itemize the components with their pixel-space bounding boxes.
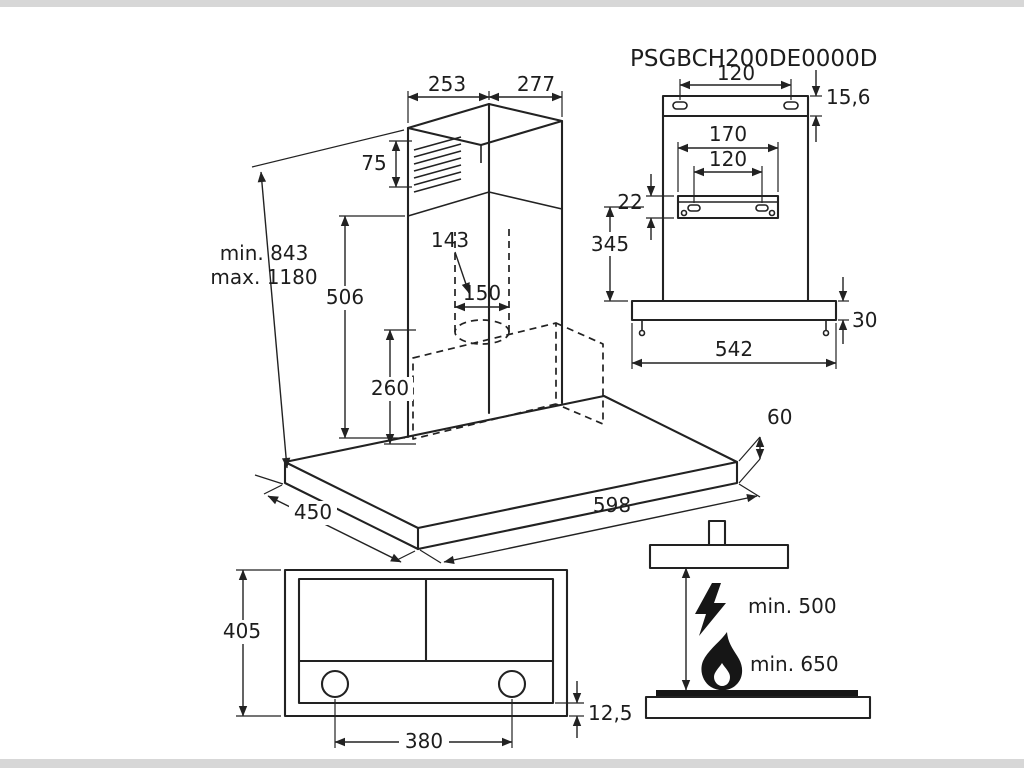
top-bracket-strip [661,94,810,118]
dim-canopy-rear-height-label: 30 [852,308,877,332]
dim-top-flange-height-label: 15,6 [826,85,871,109]
dim-control-spacing-label: 380 [405,729,443,753]
wall-bracket [676,194,780,220]
letterbox-bottom [0,759,1024,768]
dim-front-lip-height-label: 12,5 [588,701,633,725]
dim-wall-bracket-width-label: 170 [709,122,747,146]
rear-mounting-view: 120 15,6 170 120 22 345 30 542 [586,61,877,369]
bottom-outline [283,568,569,718]
model-number: PSGBCH200DE0000D [630,46,877,72]
dim-wall-bracket-holes-label: 120 [709,147,747,171]
dim-canopy-depth-label: 450 [294,500,332,524]
dim-total-height-min-label: min. 843 [220,241,309,265]
dim-canopy-thickness-label: 60 [767,405,792,429]
clearance-hood-section [648,543,790,570]
clearance-chimney-stub [707,519,727,547]
flame-icon [701,632,743,691]
clearance-gas-label: min. 650 [750,652,839,676]
vent-grille [413,136,462,193]
hidden-body-box [412,224,604,440]
dim-total-height [251,129,405,485]
dim-wall-bracket-height-label: 22 [617,190,642,214]
dim-front-lip-height [555,681,584,738]
rear-canopy-section [630,299,838,337]
counter-top [644,695,872,720]
dim-canopy-thickness [738,436,765,484]
dim-body-height-label: 260 [371,376,409,400]
clearance-electric-label: min. 500 [748,594,837,618]
dim-top-bracket-holes-label: 120 [717,61,755,85]
chimney-outline [406,102,564,439]
top-bracket-slot-left [672,101,688,110]
dim-duct-offset-label: 143 [431,228,469,252]
dim-rear-width [631,323,837,369]
duct-outlet-circle [454,319,510,345]
dim-bottom-depth-label: 405 [223,619,261,643]
control-knob-left [320,669,350,699]
wall-bracket-slot-left [687,204,701,212]
dim-canopy-depth [263,484,416,563]
dim-grille-height [389,140,412,188]
bottom-panel-view: 405 380 12,5 [219,568,633,754]
dim-duct-diameter-label: 150 [463,281,501,305]
dim-chimney-top-depth-label: 277 [517,72,555,96]
dim-chimney-height [339,215,405,439]
lightning-icon [695,583,726,636]
dim-canopy-width-label: 598 [593,493,631,517]
control-knob-right [497,669,527,699]
letterbox-top [0,0,1024,7]
dim-canopy-rear-height [838,277,849,344]
dim-top-flange-height [810,70,822,142]
hob-surface [656,690,858,697]
dim-canopy-width [419,483,761,565]
wall-bracket-slot-right [755,204,769,212]
top-bracket-slot-right [783,101,799,110]
dim-bracket-to-canopy-label: 345 [591,232,629,256]
dim-wall-bracket-height [646,174,674,240]
rear-panel [661,114,810,303]
dim-top-bracket-holes [679,79,792,100]
dim-duct-offset-leader [454,251,470,294]
installation-clearance-view: min. 500 min. 650 [644,519,872,720]
dim-total-height-max-label: max. 1180 [210,265,317,289]
canopy-outline [283,394,739,551]
dim-wall-bracket-holes [693,166,763,203]
dim-chimney-top-depth [488,91,563,117]
front-isometric-view: 253 277 75 143 min. 843 max. 1180 506 15… [210,72,792,565]
dim-chimney-height-label: 506 [326,285,364,309]
dim-wall-bracket-width [677,142,779,192]
dim-rear-width-label: 542 [715,337,753,361]
dim-grille-height-label: 75 [361,151,386,175]
dim-chimney-top-width-label: 253 [428,72,466,96]
